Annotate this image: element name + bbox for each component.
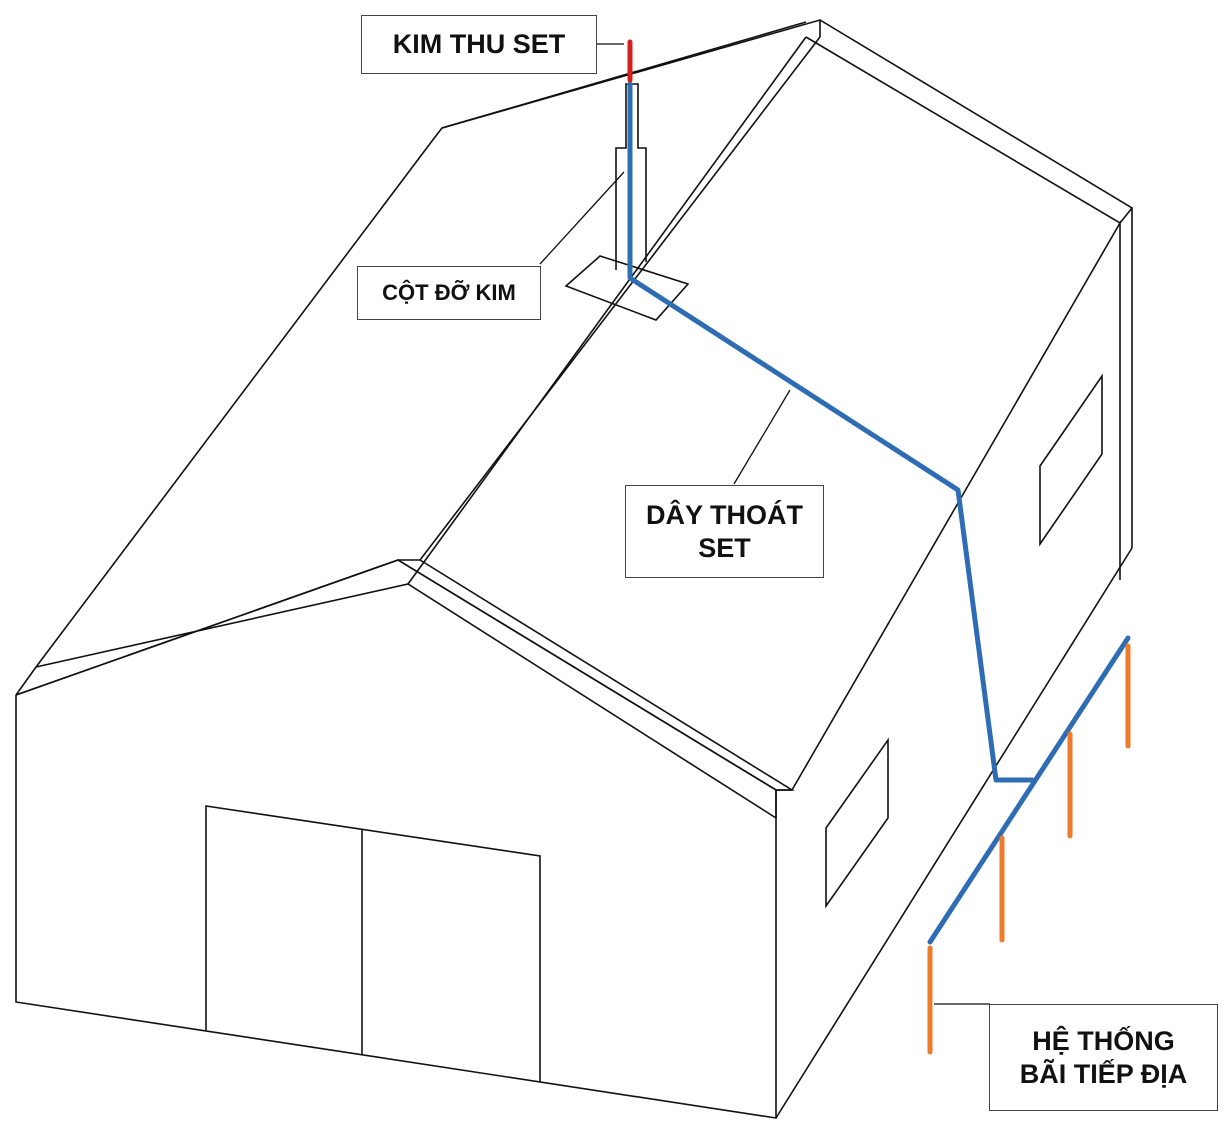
- label-grounding-line-2: BÃI TIẾP ĐỊA: [1019, 1058, 1188, 1089]
- label-down-conductor-line-2: SET: [698, 532, 751, 563]
- main-ridge: [407, 36, 807, 585]
- building-outline: [15, 18, 1134, 1119]
- label-down-conductor-line-1: DÂY THOÁT: [645, 499, 803, 530]
- door-frame: [205, 805, 541, 1082]
- label-air-terminal: KIM THU SET: [361, 15, 597, 74]
- front-gable-trim-edge: [15, 666, 37, 696]
- label-grounding-line-1: HỆ THỐNG: [1032, 1025, 1175, 1056]
- front-gable-trim: [15, 559, 777, 818]
- label-grounding-system: HỆ THỐNG BÃI TIẾP ĐỊA: [989, 1004, 1218, 1111]
- leader-down-conductor: [733, 389, 791, 485]
- main-ridge-lower: [419, 36, 821, 561]
- label-air-terminal-text: KIM THU SET: [392, 29, 566, 60]
- front-gable-trim-inner: [35, 583, 777, 819]
- back-gable: [805, 19, 1134, 225]
- side-window-front: [825, 737, 889, 909]
- grounding-bus: [927, 635, 1131, 945]
- leader-lines: [539, 43, 990, 1005]
- label-mast-text: CỘT ĐỠ KIM: [382, 279, 516, 305]
- side-window-back: [1039, 373, 1103, 547]
- leader-mast: [539, 171, 625, 265]
- side-wall-bottom: [775, 547, 1133, 1119]
- gable-hip-trim: [419, 559, 795, 791]
- label-down-conductor: DÂY THOÁT SET: [625, 485, 824, 578]
- front-wall: [15, 559, 777, 1119]
- main-roof-left-slope: [35, 21, 807, 668]
- side-wall: [791, 220, 1121, 791]
- mast-base-plate: [564, 255, 690, 321]
- down-conductor-line: [627, 81, 1035, 783]
- ground-rods: [927, 643, 1131, 1055]
- label-mast: CỘT ĐỠ KIM: [357, 266, 541, 320]
